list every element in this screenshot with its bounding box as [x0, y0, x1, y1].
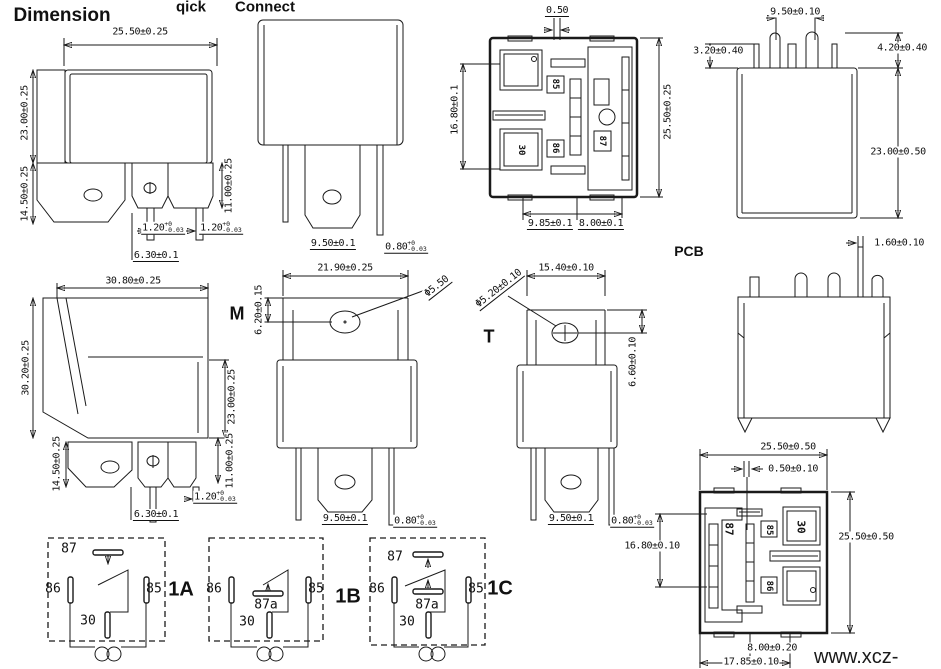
circuit-1b-pin-30: 30	[239, 614, 255, 630]
dim-fp-height: 25.50±0.50	[837, 531, 895, 543]
circuit-1a-pin-30: 30	[80, 613, 96, 629]
bottom-pin-86-label: 86	[550, 142, 560, 154]
dim-qc-bracket: 14.50±0.25	[19, 165, 31, 223]
dim-m-width: 21.90±0.25	[316, 262, 374, 274]
label-t-type: T	[483, 326, 495, 347]
circuit-1b-tag: 1B	[335, 585, 361, 608]
dim-pcb-lead-b: 4.20±0.40	[876, 42, 928, 54]
dim-qc-terminal-width: 9.50±0.1	[309, 238, 357, 250]
dim-t-width: 15.40±0.10	[537, 262, 595, 274]
dim-t-hole-offset: 6.60±0.10	[627, 336, 639, 388]
label-connect: Connect	[235, 0, 295, 16]
dim-bracket-width: 30.80±0.25	[104, 275, 162, 287]
circuit-1c-pin-87: 87	[387, 549, 403, 565]
m-type-front-drawing	[262, 270, 429, 526]
dim-bottom-pitch-1: 9.85±0.1	[526, 218, 574, 230]
circuit-1b-pin-87a: 87a	[254, 597, 278, 613]
dim-bracket-pin-length: 11.00±0.25	[224, 432, 236, 490]
dim-qc-terminal-thickness: 0.80+0-0.03	[384, 238, 428, 254]
circuit-1c-tag: 1C	[487, 577, 513, 600]
dim-bracket-total-height: 30.20±0.25	[20, 339, 32, 397]
dim-t-terminal-width: 9.50±0.1	[547, 513, 595, 525]
label-pcb-type: PCB	[674, 243, 704, 259]
bracket-front-drawing	[33, 283, 229, 523]
quick-connect-side-drawing	[257, 19, 404, 236]
dim-qc-pin-length: 11.00±0.25	[223, 157, 235, 215]
bottom-pin-85-label: 85	[550, 78, 560, 90]
dim-fp-inner-height: 16.80±0.10	[623, 540, 681, 552]
dim-qc-pin-thickness-1: 1.20+0-0.03	[141, 219, 185, 235]
bottom-pin-30-label: 30	[516, 144, 526, 156]
circuit-1b-drawing	[208, 537, 324, 662]
circuit-1c-pin-30: 30	[399, 614, 415, 630]
circuit-1a-tag: 1A	[168, 578, 194, 601]
dim-t-terminal-thickness: 0.80+0-0.03	[610, 512, 654, 528]
dim-pcb-lead-a: 3.20±0.40	[692, 45, 744, 57]
label-m-type: M	[229, 303, 245, 324]
circuit-1c-pin-87a: 87a	[415, 597, 439, 613]
quick-connect-front-drawing	[33, 38, 222, 260]
label-quick: qick	[175, 0, 207, 16]
circuit-1b-pin-85: 85	[308, 581, 324, 597]
bottom-pin-87-label: 87	[597, 135, 607, 147]
circuit-1a-pin-85: 85	[146, 581, 162, 597]
circuit-1a-drawing	[47, 537, 166, 662]
watermark-url: www.xcz-r.com	[814, 646, 899, 668]
dim-m-hole-offset: 6.20±0.15	[253, 284, 265, 336]
dim-bracket-pin-offset: 6.30±0.1	[132, 509, 180, 521]
pcb-front-drawing	[705, 8, 903, 218]
fp-pin-86-label: 86	[764, 580, 774, 592]
circuit-1b-pin-86: 86	[206, 581, 222, 597]
dim-pcb-pitch: 9.50±0.10	[769, 6, 821, 18]
dim-bottom-pitch-2: 8.00±0.1	[577, 218, 625, 230]
fp-pin-87-label: 87	[722, 522, 736, 536]
circuit-1c-drawing	[369, 537, 486, 662]
dim-pcb-lead-width: 1.60±0.10	[873, 237, 925, 249]
fp-pin-85-label: 85	[764, 524, 774, 536]
dim-fp-width: 25.50±0.50	[759, 441, 817, 453]
dim-qc-pin-offset: 6.30±0.1	[132, 250, 180, 262]
dim-bracket-pin-thickness: 1.20+0-0.03	[193, 488, 237, 504]
bottom-view-drawing	[460, 18, 663, 220]
dim-qc-pin-thickness-2: 1.20+0-0.03	[199, 219, 243, 235]
circuit-1a-pin-86: 86	[45, 581, 61, 597]
page-title: Dimension	[13, 5, 111, 26]
circuit-1c-pin-86: 86	[369, 581, 385, 597]
circuit-1c-pin-85: 85	[468, 581, 484, 597]
dim-bracket-tab-height: 14.50±0.25	[51, 435, 63, 493]
fp-pin-30-label: 30	[794, 520, 808, 534]
dim-bottom-width: 25.50±0.25	[662, 83, 674, 141]
dim-bottom-slot: 0.50	[544, 5, 570, 17]
dim-bottom-height: 16.80±0.1	[449, 84, 461, 136]
dim-qc-width: 25.50±0.25	[111, 26, 169, 38]
pcb-side-drawing	[737, 236, 891, 434]
dim-fp-pitch-1: 8.00±0.20	[746, 642, 798, 654]
dim-pcb-height: 23.00±0.50	[869, 146, 927, 158]
dim-bracket-body-height: 23.00±0.25	[226, 368, 238, 426]
t-type-front-drawing	[507, 270, 647, 526]
pcb-footprint-drawing	[655, 449, 855, 668]
dim-fp-slot: 0.50±0.10	[767, 463, 819, 475]
dim-m-terminal-width: 9.50±0.1	[321, 513, 369, 525]
dim-qc-height: 23.00±0.25	[19, 84, 31, 142]
dim-m-terminal-thickness: 0.80+0-0.03	[393, 512, 437, 528]
dim-fp-pitch-2: 17.85±0.10	[722, 656, 780, 668]
circuit-1a-pin-87: 87	[61, 541, 77, 557]
